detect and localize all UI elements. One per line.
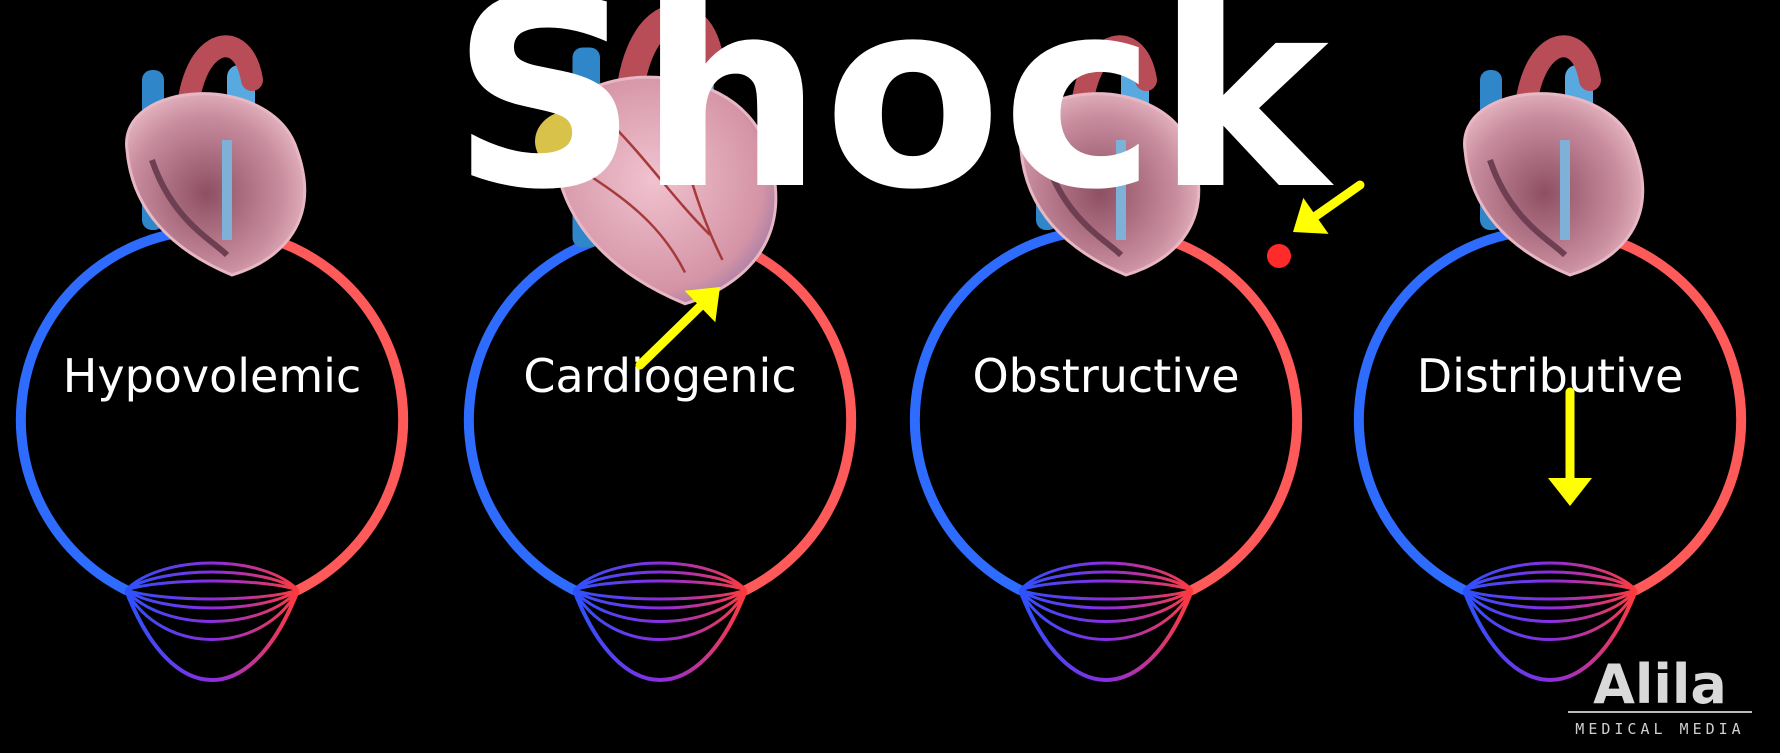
arterial-vessel [1550, 230, 1741, 590]
panel-label: Cardiogenic [523, 349, 796, 403]
panel-label: Hypovolemic [63, 349, 361, 403]
shock-panel-4: Distributive [1359, 46, 1741, 680]
logo-name: Alila [1593, 653, 1727, 716]
alila-logo: Alila MEDICAL MEDIA [1568, 653, 1752, 738]
shock-panel-1: Hypovolemic [21, 46, 403, 680]
panel-label: Distributive [1417, 349, 1684, 403]
capillary-bed [126, 563, 298, 680]
arrow-distributive-icon [1548, 392, 1592, 506]
obstruction-mark [1267, 244, 1291, 268]
arterial-vessel [1106, 230, 1297, 590]
venous-vessel [21, 230, 212, 590]
panel-label: Obstructive [972, 349, 1239, 403]
venous-vessel [915, 230, 1106, 590]
venous-vessel [1359, 230, 1550, 590]
logo-tagline: MEDICAL MEDIA [1575, 720, 1744, 738]
venous-vessel [469, 230, 660, 590]
capillary-bed [1020, 563, 1192, 680]
arterial-vessel [212, 230, 403, 590]
title: Shock [451, 0, 1335, 247]
capillary-bed [574, 563, 746, 680]
